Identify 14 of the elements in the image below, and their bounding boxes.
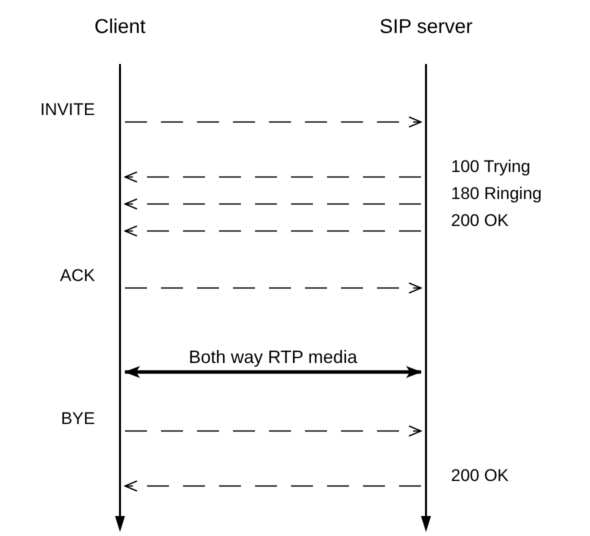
dashed-arrow — [124, 198, 421, 210]
lifeline — [115, 64, 125, 532]
edge-label: 100 Trying — [451, 157, 530, 177]
dashed-arrow — [125, 116, 422, 128]
edge-label: 180 Ringing — [451, 184, 542, 204]
dashed-arrow — [124, 225, 421, 237]
dashed-arrow — [125, 282, 422, 294]
lifeline — [421, 64, 431, 532]
arrow — [124, 366, 422, 378]
lifeline-heading: Client — [70, 16, 170, 39]
lifeline-heading: SIP server — [366, 16, 486, 39]
dashed-arrow — [125, 425, 422, 437]
dashed-arrow — [124, 171, 421, 183]
dashed-arrow — [124, 480, 421, 492]
